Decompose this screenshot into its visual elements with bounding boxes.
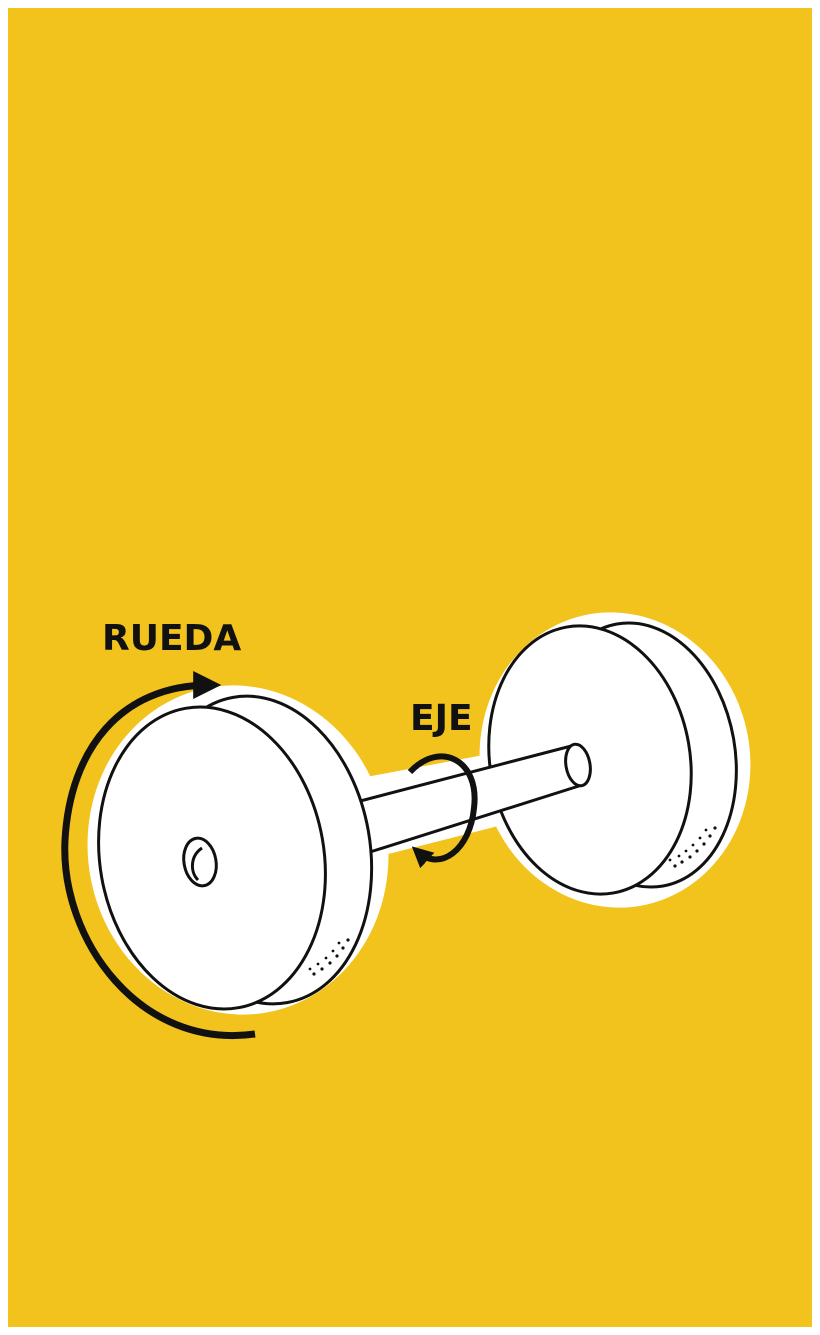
wheel-label: RUEDA (102, 618, 241, 659)
axle-label: EJE (410, 698, 473, 739)
axle-rotation-arrow (407, 753, 478, 869)
wheel-rotation-arrow (61, 671, 256, 1039)
near-wheel-texture (308, 938, 350, 976)
far-wheel (487, 621, 738, 896)
near-wheel (97, 694, 374, 1011)
far-wheel-texture (668, 826, 717, 868)
